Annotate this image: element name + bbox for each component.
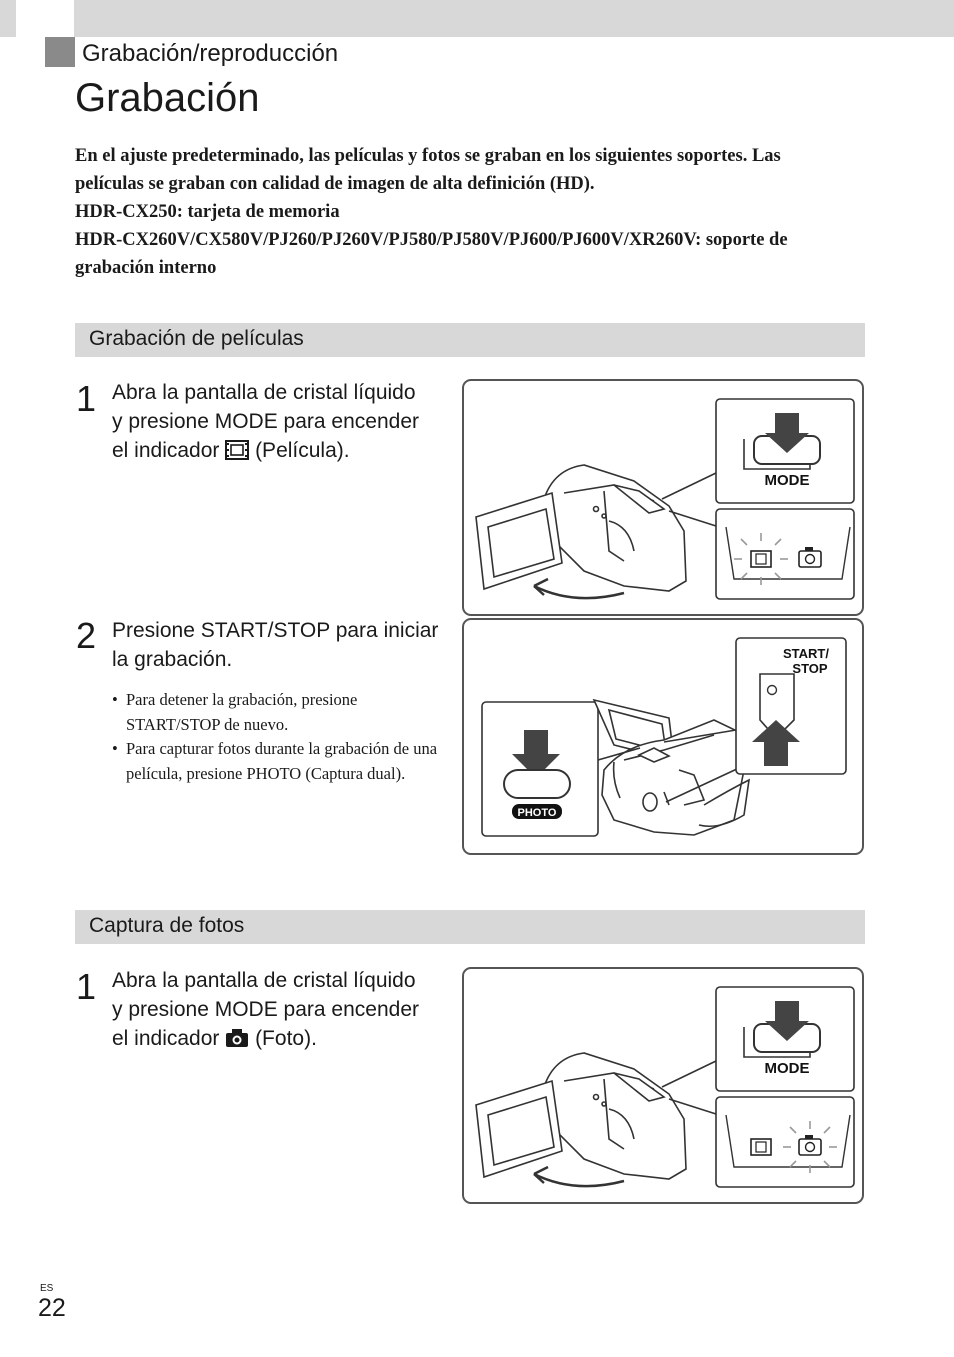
camcorder-illustration: PHOTO START/ STOP [481, 637, 847, 837]
camera-icon [798, 547, 822, 568]
intro-line: En el ajuste predeterminado, las películ… [75, 146, 781, 166]
arrow-down-icon [512, 730, 560, 778]
camcorder-illustration: MODE [475, 398, 855, 600]
intro-line: grabación interno [75, 258, 217, 278]
film-strip-icon [734, 533, 788, 585]
camcorder-illustration: MODE [475, 986, 855, 1188]
film-strip-icon [225, 439, 250, 468]
bullet-item: Para capturar fotos durante la grabación… [112, 737, 452, 786]
step-line: el indicador (Película). [112, 436, 452, 468]
start-stop-label: STOP [792, 661, 827, 676]
step-line-post: (Foto). [249, 1027, 317, 1050]
top-bar [0, 0, 954, 37]
page-title: Grabación [75, 76, 260, 120]
step-line: la grabación. [112, 648, 233, 671]
intro-line: HDR-CX250: tarjeta de memoria [75, 202, 340, 222]
subheading-movies-text: Grabación de películas [89, 327, 304, 350]
step-number: 1 [76, 966, 97, 1007]
section-label: Grabación/reproducción [82, 40, 339, 67]
step-line: Abra la pantalla de cristal líquido [112, 969, 416, 992]
camera-icon [225, 1027, 249, 1056]
step-text: Presione START/STOP para iniciar la grab… [112, 616, 452, 674]
step-line-pre: el indicador [112, 1027, 226, 1050]
bullet-item: Para detener la grabación, presione STAR… [112, 688, 452, 737]
step-text: Abra la pantalla de cristal líquido y pr… [112, 378, 452, 468]
figure-movie-mode: MODE [462, 379, 864, 616]
photo-label: PHOTO [518, 807, 557, 819]
figure-photo-mode: MODE [462, 967, 864, 1204]
top-bar-notch [16, 0, 74, 37]
step-line: y presione MODE para encender [112, 410, 419, 433]
arrow-down-icon [765, 413, 809, 453]
intro-paragraph: En el ajuste predeterminado, las películ… [75, 142, 875, 282]
indicator-callout [715, 1096, 855, 1188]
subheading-photos-text: Captura de fotos [89, 914, 245, 937]
mode-label: MODE [765, 472, 810, 489]
page-number: 22 [38, 1294, 66, 1322]
film-strip-icon [750, 1138, 772, 1156]
step-line-post: (Película). [249, 439, 350, 462]
subheading-movies: Grabación de películas [75, 323, 865, 357]
step-line: Abra la pantalla de cristal líquido [112, 381, 416, 404]
camera-icon [783, 1121, 837, 1173]
step-line-pre: el indicador [112, 439, 226, 462]
subheading-photos: Captura de fotos [75, 910, 865, 944]
intro-line: películas se graban con calidad de image… [75, 174, 595, 194]
mode-label: MODE [765, 1060, 810, 1077]
arrow-down-icon [765, 1001, 809, 1041]
step-line: Presione START/STOP para iniciar [112, 619, 439, 642]
step-line: el indicador (Foto). [112, 1024, 452, 1056]
step-line: y presione MODE para encender [112, 998, 419, 1021]
figure-start-stop: PHOTO START/ STOP [462, 618, 864, 855]
step-number: 2 [76, 615, 97, 656]
bullet-list: Para detener la grabación, presione STAR… [112, 688, 452, 786]
section-marker [45, 37, 75, 67]
step-text: Abra la pantalla de cristal líquido y pr… [112, 966, 452, 1056]
intro-line: HDR-CX260V/CX580V/PJ260/PJ260V/PJ580/PJ5… [75, 230, 788, 250]
arrow-up-icon [752, 720, 800, 766]
language-code: ES [40, 1283, 54, 1294]
start-stop-label: START/ [783, 646, 829, 661]
step-number: 1 [76, 378, 97, 419]
indicator-callout [715, 508, 855, 600]
